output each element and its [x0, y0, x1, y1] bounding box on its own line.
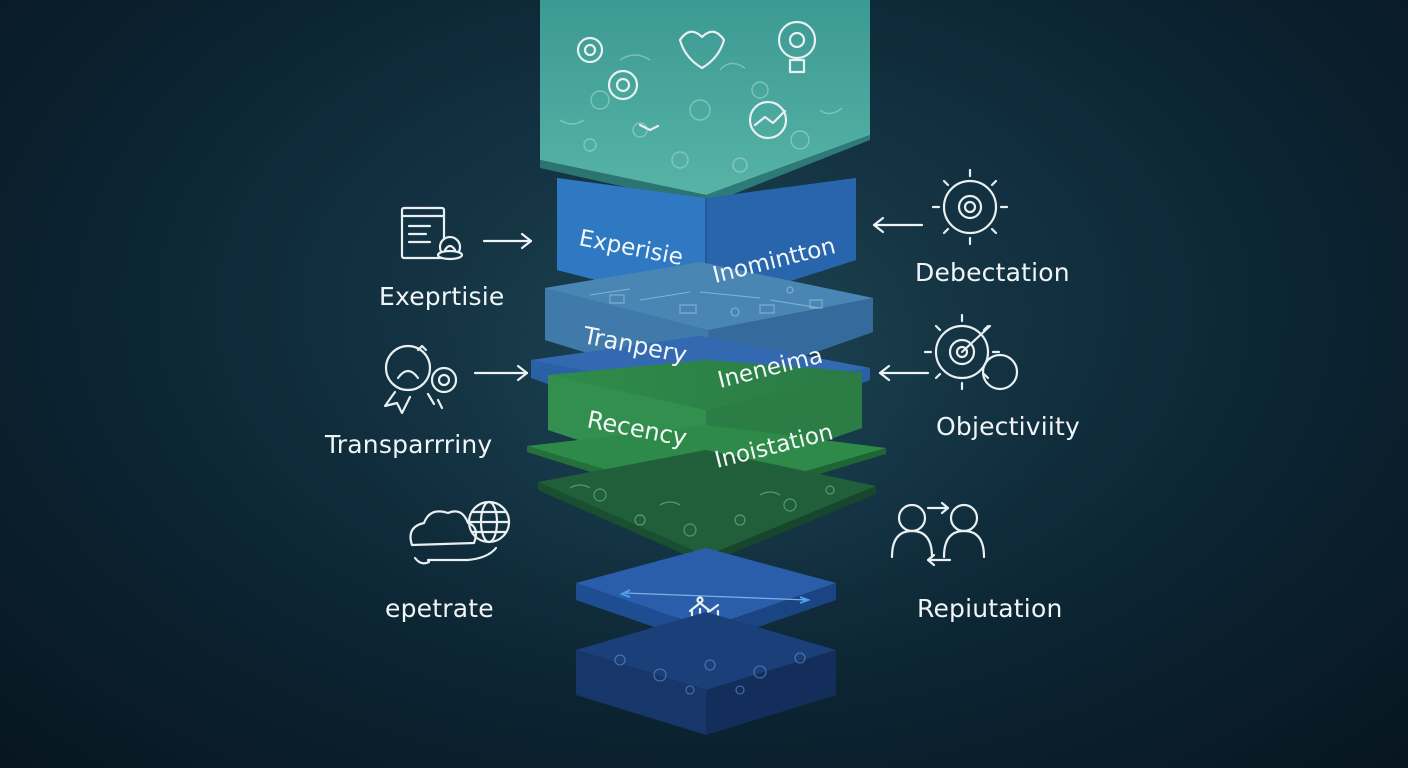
document-badge-icon	[400, 206, 464, 261]
award-ribbon-icon	[383, 344, 458, 415]
label-right-top: Debectation	[915, 258, 1070, 287]
arrow-left-top	[482, 232, 533, 250]
hand-globe-icon	[409, 500, 511, 565]
label-right-middle: Objectiviity	[936, 412, 1081, 441]
arrow-right-top	[872, 216, 924, 234]
layer-8-bottom-block	[576, 612, 836, 735]
arrow-right-middle	[878, 364, 930, 382]
label-right-bottom: Repiutation	[917, 594, 1063, 623]
label-left-top: Exeprtisie	[379, 282, 505, 311]
layer-6-green-doodle	[538, 450, 876, 564]
people-exchange-icon	[890, 501, 986, 567]
label-left-bottom: epetrate	[385, 594, 494, 623]
gear-target-icon	[923, 313, 1019, 391]
label-left-middle: Transparrriny	[325, 430, 493, 459]
arrow-left-middle	[473, 364, 529, 382]
gear-icon	[931, 168, 1009, 246]
